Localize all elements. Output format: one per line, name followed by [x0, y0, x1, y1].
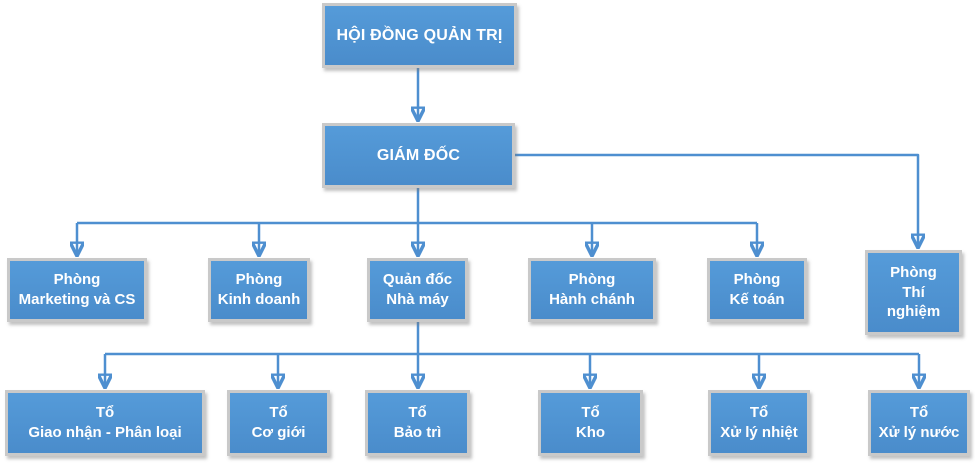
- node-sales-dept: Phòng Kinh doanh: [208, 258, 310, 322]
- node-label: Tổ: [581, 404, 600, 422]
- node-label: Kinh doanh: [217, 291, 301, 308]
- node-label: Tổ: [909, 404, 929, 422]
- node-admin-dept: Phòng Hành chánh: [528, 258, 656, 322]
- node-label: Giao nhận - Phân loại: [28, 424, 182, 441]
- node-label: Xử lý nước: [878, 424, 960, 441]
- node-accounting-dept: Phòng Kế toán: [707, 258, 807, 322]
- node-label: Cơ giới: [251, 424, 306, 441]
- node-receiving-sorting-team: Tổ Giao nhận - Phân loại: [5, 390, 205, 456]
- node-label: Kế toán: [729, 291, 785, 308]
- node-label: Tổ: [95, 404, 115, 422]
- node-marketing-cs-dept: Phòng Marketing và CS: [7, 258, 147, 322]
- node-label: Tổ: [749, 404, 769, 422]
- node-label: Tổ: [269, 404, 288, 422]
- node-label: HỘI ĐỒNG QUẢN TRỊ: [336, 26, 503, 44]
- node-label: Phòng: [890, 263, 937, 281]
- node-label: Phòng: [235, 271, 283, 289]
- node-label: Phòng: [53, 271, 101, 289]
- node-label: Marketing và CS: [18, 291, 136, 308]
- node-heat-treatment-team: Tổ Xử lý nhiệt: [708, 390, 810, 456]
- node-board-of-directors: HỘI ĐỒNG QUẢN TRỊ: [322, 3, 517, 68]
- node-label: Hành chánh: [549, 291, 635, 308]
- node-mechanical-team: Tổ Cơ giới: [227, 390, 330, 456]
- node-maintenance-team: Tổ Bảo trì: [365, 390, 470, 456]
- node-label: Bảo trì: [393, 424, 442, 441]
- node-warehouse-team: Tổ Kho: [538, 390, 643, 456]
- node-label: Nhà máy: [386, 291, 449, 308]
- node-laboratory-dept: Phòng Thí nghiệm: [865, 250, 962, 335]
- node-water-treatment-team: Tổ Xử lý nước: [868, 390, 970, 456]
- node-label: Thí: [902, 283, 925, 301]
- node-label: Quản đốc: [382, 271, 453, 289]
- node-label: Phòng: [733, 271, 781, 289]
- node-factory-manager: Quản đốc Nhà máy: [367, 258, 468, 322]
- node-label: nghiệm: [886, 303, 941, 321]
- node-label: Phòng: [568, 271, 616, 289]
- node-label: Xử lý nhiệt: [720, 424, 798, 441]
- node-label: GIÁM ĐỐC: [376, 146, 461, 164]
- connector-director-thinghiem: [515, 153, 918, 247]
- node-director: GIÁM ĐỐC: [322, 123, 515, 188]
- node-label: Kho: [575, 424, 606, 441]
- node-label: Tổ: [408, 404, 427, 422]
